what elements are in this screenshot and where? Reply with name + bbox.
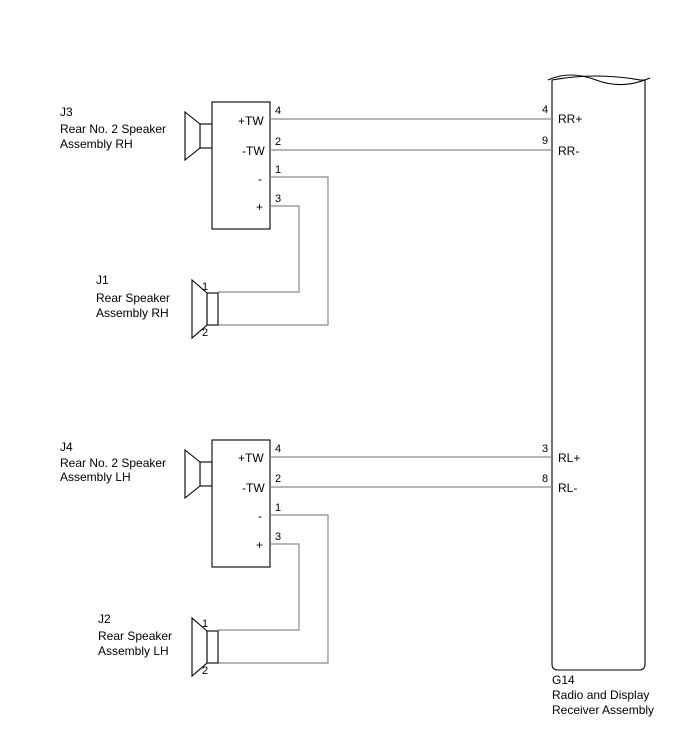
receiver-pin-rr-minus-num: 9 — [542, 135, 548, 147]
tweeter-rh-minus-label: - — [258, 172, 262, 186]
speaker-rh-icon — [191, 278, 219, 340]
tweeter-lh-minus-num: 1 — [275, 502, 281, 514]
tweeter-lh-plus-num: 3 — [275, 531, 281, 543]
tweeter-lh-tw-plus-label: +TW — [238, 451, 264, 465]
tweeter-rh-tw-minus-label: -TW — [242, 144, 265, 158]
tweeter-rh-name-line2: Assembly RH — [60, 137, 133, 151]
receiver-pin-rl-plus-num: 3 — [542, 443, 548, 455]
receiver-pin-rr-plus-label: RR+ — [558, 112, 582, 126]
tweeter-lh-plus-label: + — [256, 538, 263, 552]
speaker-lh-name-line1: Rear Speaker — [98, 629, 172, 643]
receiver-pin-rr-plus-num: 4 — [542, 104, 548, 116]
tweeter-rh-connector — [211, 101, 271, 230]
tweeter-lh-speaker-icon — [184, 448, 213, 500]
tweeter-rh-minus-num: 1 — [275, 164, 281, 176]
speaker-lh-code: J2 — [98, 612, 111, 626]
receiver-pin-rl-plus-label: RL+ — [558, 451, 580, 465]
wire-rh-minus — [218, 176, 329, 326]
speaker-rh-code: J1 — [96, 273, 109, 287]
tweeter-lh-connector — [211, 439, 271, 568]
receiver-pin-rl-minus-num: 8 — [542, 473, 548, 485]
tweeter-rh-tw-plus-label: +TW — [238, 114, 264, 128]
receiver-code: G14 — [552, 673, 575, 687]
speaker-rh-name-line2: Assembly RH — [96, 306, 169, 320]
tweeter-rh-name-line1: Rear No. 2 Speaker — [60, 122, 166, 136]
speaker-rh-pin-bottom: 2 — [202, 327, 208, 339]
tweeter-rh-plus-num: 3 — [275, 193, 281, 205]
receiver-name-line2: Receiver Assembly — [552, 703, 654, 717]
tweeter-rh-tw-minus-num: 2 — [275, 136, 281, 148]
tweeter-lh-tw-minus-num: 2 — [275, 473, 281, 485]
speaker-lh-name-line2: Assembly LH — [98, 644, 169, 658]
tweeter-lh-tw-minus-label: -TW — [242, 481, 265, 495]
receiver-pin-rl-minus-label: RL- — [558, 481, 577, 495]
tweeter-lh-minus-label: - — [258, 509, 262, 523]
tweeter-rh-plus-label: + — [256, 200, 263, 214]
tweeter-lh-name-line1: Rear No. 2 Speaker — [60, 456, 166, 470]
wire-lh-minus — [218, 514, 329, 664]
tweeter-rh-tw-plus-num: 4 — [275, 105, 281, 117]
speaker-lh-pin-bottom: 2 — [202, 665, 208, 677]
wire-rh-plus — [218, 205, 300, 293]
receiver-body — [551, 75, 646, 671]
tweeter-lh-tw-plus-num: 4 — [275, 443, 281, 455]
tweeter-rh-code: J3 — [60, 105, 73, 119]
speaker-lh-icon — [191, 616, 219, 678]
tweeter-rh-speaker-icon — [184, 110, 213, 162]
receiver-name-line1: Radio and Display — [552, 688, 649, 702]
receiver-assembly — [547, 74, 651, 671]
receiver-pin-rr-minus-label: RR- — [558, 144, 579, 158]
wire-lh-plus — [218, 543, 300, 631]
speaker-rh-name-line1: Rear Speaker — [96, 291, 170, 305]
tweeter-lh-code: J4 — [60, 440, 73, 454]
tweeter-lh-name-line2: Assembly LH — [60, 470, 131, 484]
receiver-break-line — [547, 74, 651, 86]
speaker-rh-pin-top: 1 — [202, 281, 208, 293]
speaker-lh-pin-top: 1 — [202, 618, 208, 630]
